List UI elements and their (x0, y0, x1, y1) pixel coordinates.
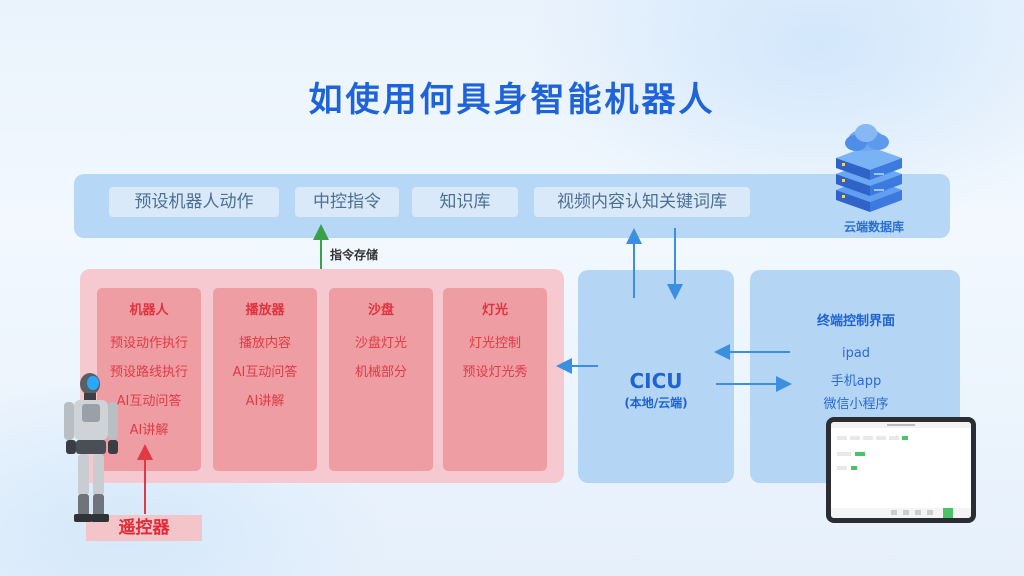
device-column-lighting (443, 288, 547, 471)
lighting-item: 灯光控制 (468, 336, 521, 351)
sandtable-item: 机械部分 (354, 365, 407, 380)
device-head-robot: 机器人 (129, 303, 169, 318)
cloud-item-preset-actions: 预设机器人动作 (109, 187, 279, 217)
instruction-storage-label: 指令存储 (330, 248, 379, 262)
player-item: AI互动问答 (232, 365, 298, 380)
device-head-lighting: 灯光 (481, 303, 508, 318)
cloud-database-label: 云端数据库 (843, 220, 904, 234)
remote-label: 遥控器 (118, 518, 170, 538)
cicu-subtitle: (本地/云端) (624, 396, 688, 410)
player-item: 播放内容 (238, 336, 291, 351)
robot-item: 预设动作执行 (109, 336, 188, 351)
cicu-box (578, 270, 734, 483)
lighting-item: 预设灯光秀 (462, 365, 528, 380)
robot-item: AI讲解 (129, 423, 169, 438)
cloud-item-control-commands: 中控指令 (295, 187, 399, 217)
page-title: 如使用何具身智能机器人 (308, 80, 716, 120)
robot-item: 预设路线执行 (109, 365, 188, 380)
terminal-item-miniprogram: 微信小程序 (823, 397, 889, 412)
cloud-item-video-keyword-library: 视频内容认知关键词库 (534, 187, 750, 217)
terminal-item-app: 手机app (830, 374, 882, 389)
device-head-player: 播放器 (245, 303, 285, 318)
cloud-item-knowledge-base: 知识库 (412, 187, 518, 217)
cicu-title: CICU (629, 369, 683, 393)
player-item: AI讲解 (245, 394, 285, 409)
terminal-item-ipad: ipad (841, 346, 871, 361)
robot-item: AI互动问答 (116, 394, 182, 409)
sandtable-item: 沙盘灯光 (354, 336, 407, 351)
device-column-player (213, 288, 317, 471)
tablet-screen (831, 422, 971, 518)
tablet-ui-sketch (831, 422, 971, 518)
device-head-sandtable: 沙盘 (367, 303, 394, 318)
terminal-head: 终端控制界面 (816, 314, 895, 329)
device-column-sandtable (329, 288, 433, 471)
